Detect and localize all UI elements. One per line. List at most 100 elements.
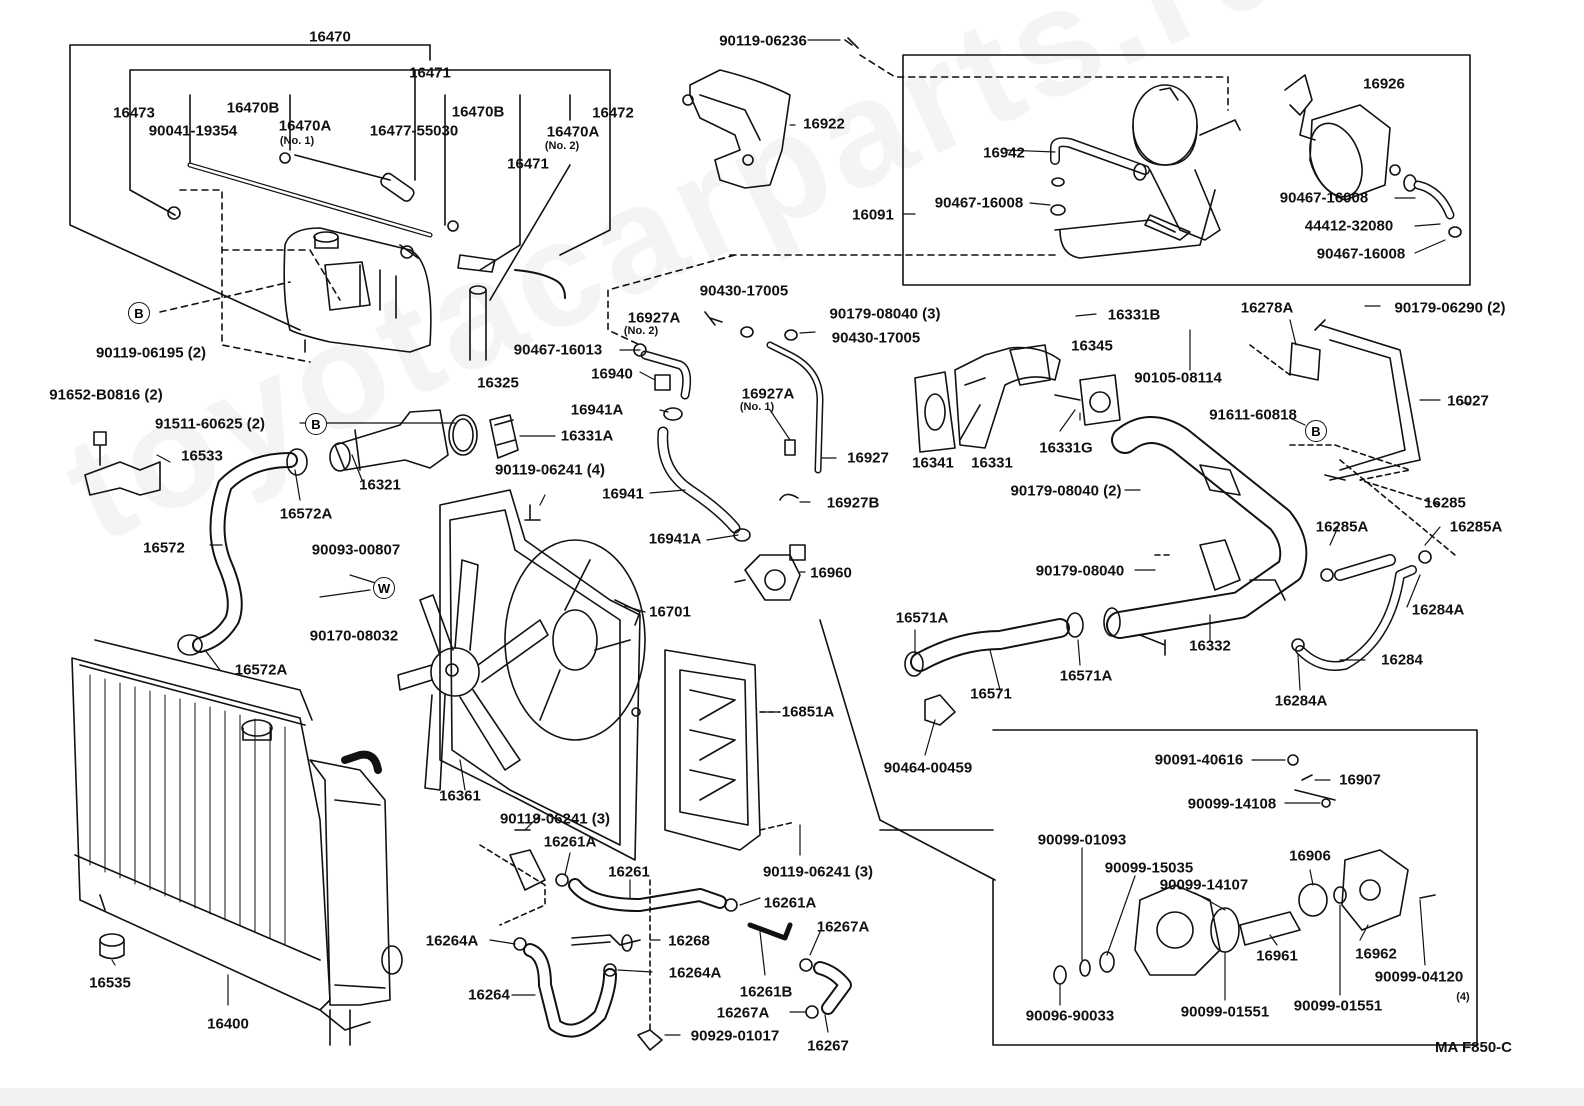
part-label: 16922 bbox=[803, 115, 845, 133]
dash-box-to-center bbox=[607, 254, 1056, 346]
gasket-16345 bbox=[1079, 374, 1121, 426]
hose-16572 bbox=[177, 448, 308, 656]
part-label: 91511-60625 (2) bbox=[154, 415, 266, 433]
reservoir-tank bbox=[283, 227, 432, 353]
part-label: 16571 bbox=[970, 685, 1012, 703]
part-label: 16267A bbox=[716, 1004, 770, 1022]
shroud-panel-16851A bbox=[664, 649, 761, 851]
part-label: 16261A bbox=[763, 894, 817, 912]
part-label: 16472 bbox=[592, 104, 634, 122]
part-label: 90179-08040 (2) bbox=[1010, 482, 1122, 500]
part-label: 90099-14107 bbox=[1159, 876, 1249, 894]
part-label: 90119-06241 (3) bbox=[499, 810, 611, 828]
part-label: 16341 bbox=[912, 454, 954, 472]
part-label: 16284A bbox=[1411, 601, 1465, 619]
part-label: 16941A bbox=[570, 401, 624, 419]
bracket-16027 bbox=[1289, 319, 1421, 481]
part-label: 16325 bbox=[477, 374, 519, 392]
callout-w-circle: W bbox=[373, 577, 395, 599]
clip-90929 bbox=[637, 1029, 663, 1051]
thermostat-housing-16321 bbox=[329, 409, 519, 472]
part-label: 91652-B0816 (2) bbox=[49, 386, 163, 404]
part-label: 16278A bbox=[1240, 299, 1294, 317]
part-label: 90093-00807 bbox=[311, 541, 401, 559]
part-label: 16261B bbox=[739, 983, 793, 1001]
part-label-note: (No. 1) bbox=[279, 135, 315, 147]
box-water-pump bbox=[992, 729, 1478, 1046]
hose-16267 bbox=[799, 958, 852, 1019]
part-label: 16571A bbox=[1059, 667, 1113, 685]
part-label: 16701 bbox=[649, 603, 691, 621]
part-label: 16960 bbox=[810, 564, 852, 582]
part-label: 90091-40616 bbox=[1154, 751, 1244, 769]
part-label: 16470B bbox=[451, 103, 505, 121]
figure-code: MA F850-C bbox=[1435, 1039, 1512, 1056]
part-label: 16572 bbox=[143, 539, 185, 557]
part-label: 16400 bbox=[207, 1015, 249, 1033]
part-label: 90467-16008 bbox=[934, 194, 1024, 212]
part-label: 90099-14108 bbox=[1187, 795, 1277, 813]
pump-cover-16962 bbox=[1341, 849, 1409, 931]
gasket-16278A bbox=[1289, 342, 1321, 381]
hose-16942 bbox=[1050, 137, 1150, 216]
water-pump-body bbox=[1134, 884, 1221, 976]
part-label: 16268 bbox=[668, 932, 710, 950]
part-label: 16906 bbox=[1289, 847, 1331, 865]
part-label: 16331 bbox=[971, 454, 1013, 472]
valve-16960 bbox=[734, 544, 806, 601]
box-16091 bbox=[902, 54, 1471, 286]
valve-to-pump-line bbox=[819, 619, 996, 881]
hose-16941 bbox=[657, 407, 751, 542]
part-label: 90119-06241 (4) bbox=[494, 461, 606, 479]
part-label: 16535 bbox=[89, 974, 131, 992]
part-label: 16321 bbox=[359, 476, 401, 494]
part-label: 90430-17005 bbox=[699, 282, 789, 300]
part-label: 90430-17005 bbox=[831, 329, 921, 347]
part-label: 16927 bbox=[847, 449, 889, 467]
part-label: 16851A bbox=[781, 703, 835, 721]
part-label: 16572A bbox=[234, 661, 288, 679]
part-label: 90105-08114 bbox=[1134, 369, 1222, 387]
part-label: 16284A bbox=[1274, 692, 1328, 710]
callout-b-circle: B bbox=[128, 302, 150, 324]
part-label: 16533 bbox=[181, 447, 223, 465]
part-label: 90119-06241 (3) bbox=[762, 863, 874, 881]
part-label: 90467-16008 bbox=[1316, 245, 1406, 263]
hose-16571 bbox=[904, 612, 1084, 677]
part-label: 16285 bbox=[1424, 494, 1466, 512]
hose-16940 bbox=[633, 343, 692, 400]
part-label-note: (4) bbox=[1456, 991, 1470, 1003]
part-label: 16264 bbox=[468, 986, 510, 1004]
part-label: 90119-06236 bbox=[719, 32, 807, 50]
part-label: 90099-01093 bbox=[1037, 831, 1127, 849]
part-label: 16571A bbox=[895, 609, 949, 627]
shroud-dash bbox=[759, 711, 796, 831]
part-label: 16345 bbox=[1071, 337, 1113, 355]
part-label: 16361 bbox=[439, 787, 481, 805]
part-label: 90179-06290 (2) bbox=[1394, 299, 1506, 317]
callout-b-circle: B bbox=[305, 413, 327, 435]
part-label: 16941 bbox=[602, 485, 644, 503]
gasket-16325 bbox=[448, 414, 478, 456]
part-label: 16331A bbox=[560, 427, 614, 445]
radiator-16400 bbox=[71, 639, 403, 1046]
hose-16927 bbox=[704, 311, 824, 501]
reservoir-hoses bbox=[167, 152, 566, 361]
reservoir-dash-lines bbox=[159, 189, 341, 363]
part-label: 16331B bbox=[1107, 306, 1161, 324]
canister-16926 bbox=[1284, 74, 1462, 238]
part-label: 90119-06195 (2) bbox=[95, 344, 207, 362]
part-label: 16470B bbox=[226, 99, 280, 117]
part-label: 16027 bbox=[1447, 392, 1489, 410]
bottom-strip bbox=[0, 1088, 1584, 1106]
part-label: 16926 bbox=[1363, 75, 1405, 93]
leader-lines bbox=[111, 39, 1471, 1036]
part-label: 16473 bbox=[113, 104, 155, 122]
part-label: 90464-00459 bbox=[883, 759, 973, 777]
part-label: 90041-19354 bbox=[148, 122, 238, 140]
pipe-16332 bbox=[1103, 416, 1308, 656]
hose-16264 bbox=[513, 934, 641, 1038]
bracket-dash bbox=[859, 54, 1229, 111]
part-label: 16927A bbox=[741, 385, 795, 403]
